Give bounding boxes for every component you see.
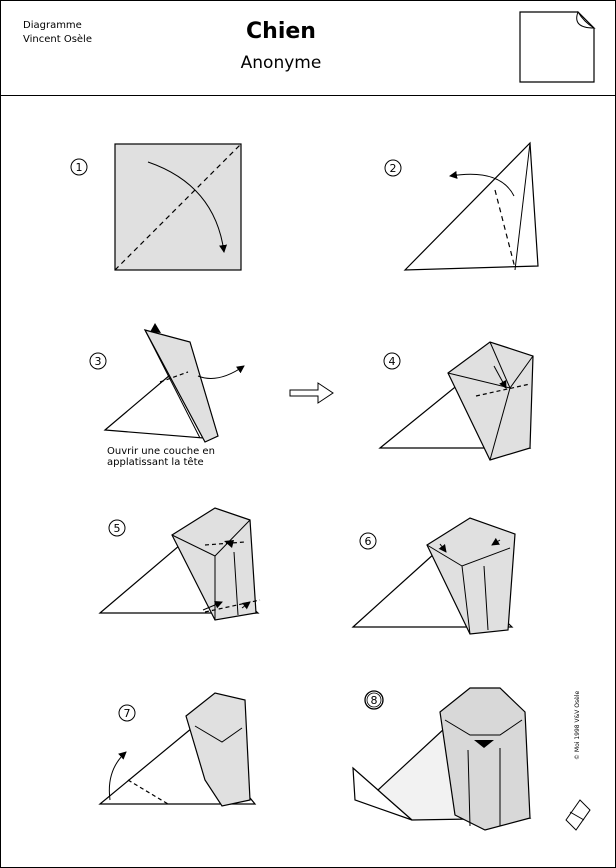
page-subtitle: Anonyme	[240, 53, 322, 73]
triangle-paper	[403, 141, 539, 271]
signature-mark	[565, 799, 591, 831]
step-3: 3	[89, 323, 245, 443]
credit: Diagramme Vincent Osèle	[23, 19, 92, 47]
step-8: 8	[352, 687, 532, 831]
valley-fold-line	[494, 189, 516, 269]
step-number: 1	[76, 161, 83, 174]
step-7: 7	[98, 692, 257, 807]
step-6: 6	[351, 517, 516, 635]
step-number-circle	[364, 690, 384, 710]
step-1: 1	[70, 143, 242, 271]
step-number: 2	[390, 162, 397, 175]
fold-arrow	[449, 170, 515, 197]
step-number: 8	[371, 694, 378, 707]
paper-icon	[519, 10, 596, 83]
step-number-circle	[384, 159, 402, 177]
header: Diagramme Vincent Osèle Chien Anonyme	[1, 1, 615, 96]
step-number: 3	[95, 355, 102, 368]
step-4: 4	[378, 341, 534, 461]
credit-line-2: Vincent Osèle	[23, 34, 92, 45]
step-number: 5	[114, 522, 121, 535]
caption-line-1: Ouvrir une couche en	[107, 446, 215, 457]
valley-fold-line	[114, 143, 242, 271]
step-number-circle	[383, 352, 401, 370]
copyright: © Moi 1998 V&V Osèle	[574, 690, 581, 760]
fold-arrow	[147, 161, 228, 253]
head-body	[185, 692, 251, 807]
step-number: 6	[365, 535, 372, 548]
step-2: 2	[384, 141, 539, 271]
credit-line-1: Diagramme	[23, 20, 82, 31]
step-number: 7	[124, 707, 131, 720]
step-number-circle	[359, 532, 377, 550]
dog-head-body	[439, 687, 531, 831]
next-step-arrow-icon	[289, 382, 334, 404]
square-paper	[114, 143, 242, 271]
push-arrow-icon	[150, 323, 161, 333]
page-title: Chien	[246, 19, 316, 44]
head-body	[426, 517, 516, 635]
step-number-circle	[89, 352, 107, 370]
step-3-caption: Ouvrir une couche en applatissant la têt…	[107, 446, 215, 468]
step-5: 5	[98, 507, 261, 621]
step-number-circle	[108, 519, 126, 537]
step-number-circle	[118, 704, 136, 722]
head-body	[447, 341, 534, 461]
step-number: 4	[389, 355, 396, 368]
dog-nose	[474, 740, 494, 748]
open-arrow	[197, 365, 245, 379]
caption-line-2: applatissant la tête	[107, 457, 204, 468]
head-flap	[143, 329, 219, 443]
step-number-circle	[70, 158, 88, 176]
